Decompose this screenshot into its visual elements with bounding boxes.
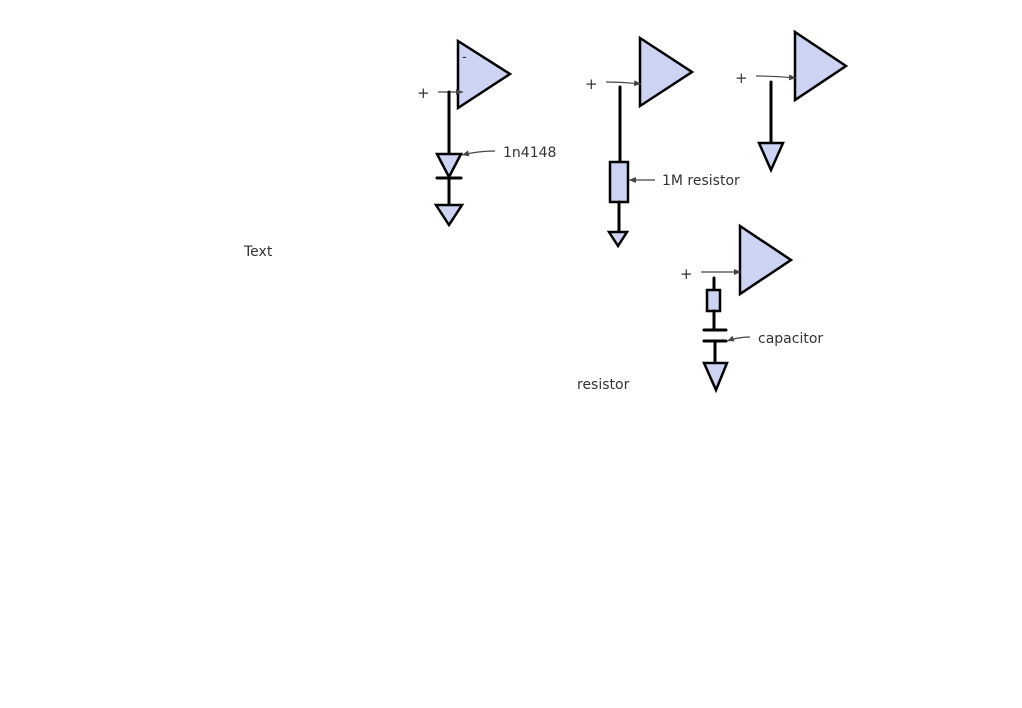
input-arrow <box>605 80 642 87</box>
ground-icon <box>757 141 785 174</box>
capacitor-leader <box>726 335 751 342</box>
plus-sign: + <box>680 265 693 283</box>
resistor-icon[interactable] <box>705 288 722 313</box>
diode-label: 1n4148 <box>503 145 556 161</box>
opamp-icon[interactable] <box>738 223 794 297</box>
plus-sign: + <box>735 69 748 87</box>
minus-sign: - <box>462 50 467 65</box>
resistor-label: resistor <box>577 377 630 393</box>
ground-icon <box>433 203 465 228</box>
circuit-rc: + capacitor <box>680 223 823 394</box>
plus-sign: + <box>417 84 430 102</box>
ground-icon <box>702 361 729 394</box>
circuit-ground: + <box>735 29 849 174</box>
input-arrow <box>755 74 797 81</box>
text-label: Text <box>243 244 273 260</box>
diode-icon[interactable] <box>434 152 464 180</box>
circuit-diode: - + 1n4148 <box>417 38 556 228</box>
circuit-resistor-1m: + 1M resistor <box>585 35 740 249</box>
opamp-icon[interactable] <box>456 38 513 111</box>
resistor-icon[interactable] <box>608 160 630 204</box>
opamp-icon[interactable] <box>638 35 695 109</box>
diode-leader <box>461 150 496 157</box>
ground-icon <box>606 230 630 249</box>
plus-sign: + <box>585 75 598 93</box>
capacitor-label: capacitor <box>758 331 823 347</box>
opamp-icon[interactable] <box>793 29 849 103</box>
resistor-1m-label: 1M resistor <box>662 173 740 189</box>
